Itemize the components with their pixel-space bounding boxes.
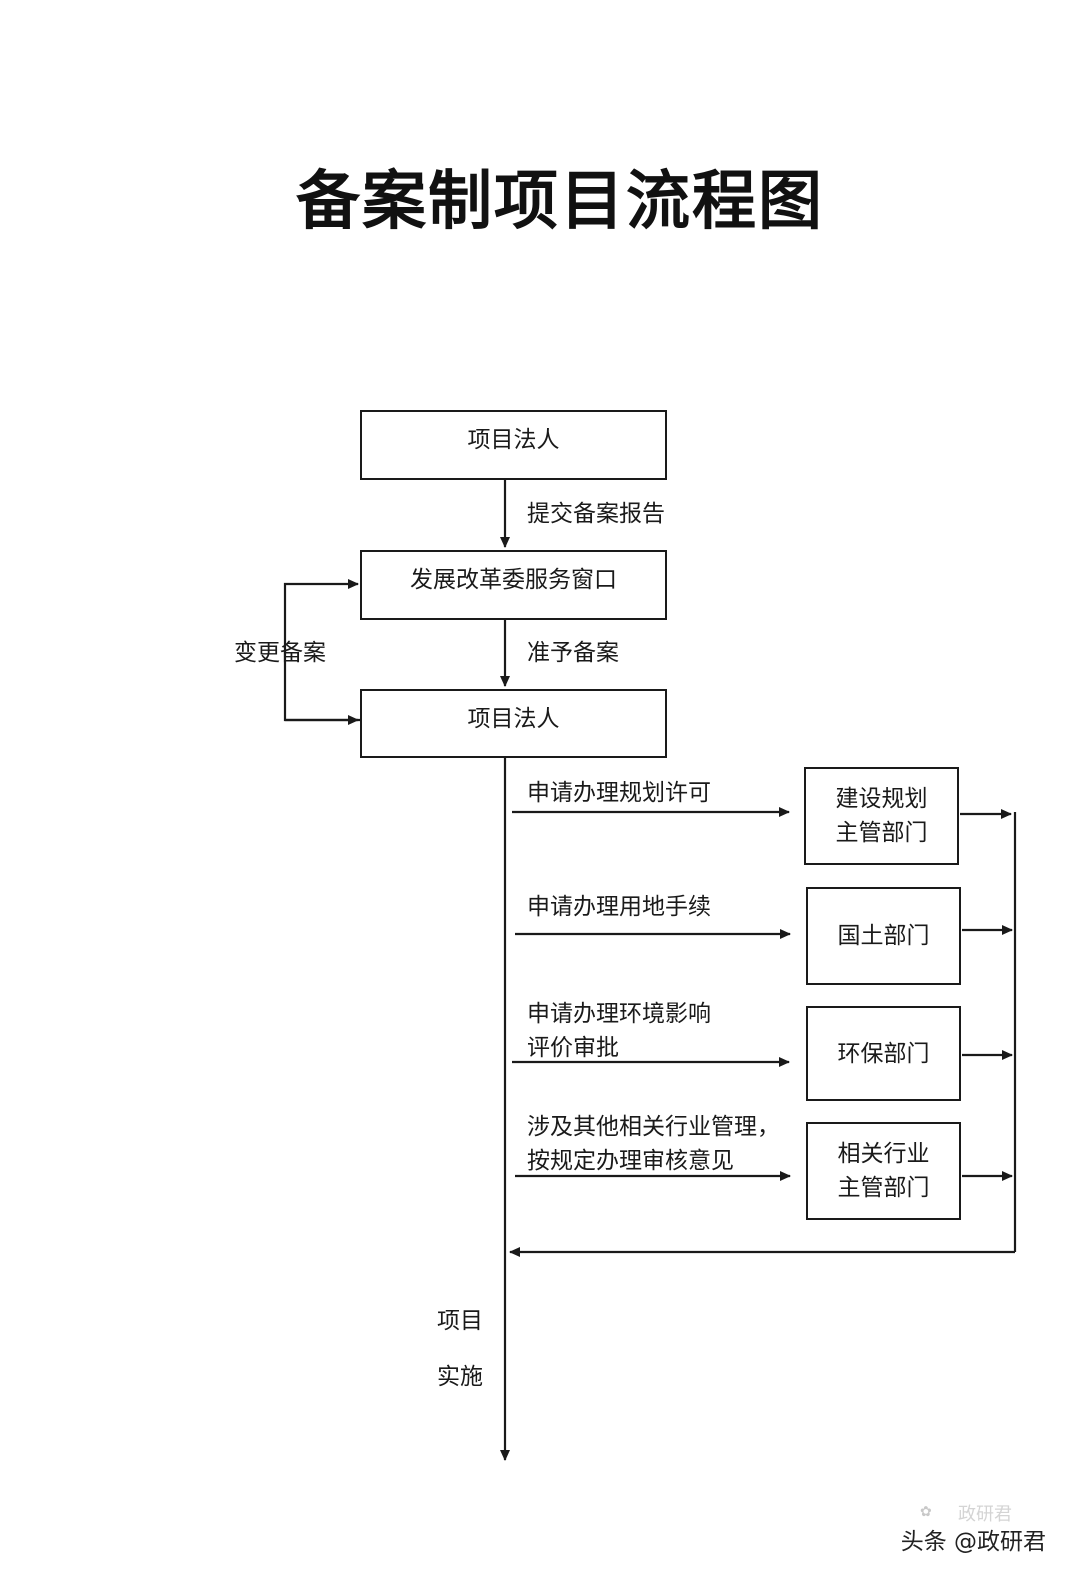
edge-label-apply-env-2: 评价审批 <box>527 1035 619 1061</box>
node-label: 环保部门 <box>837 1040 930 1067</box>
node-label-line2: 主管部门 <box>835 820 928 846</box>
edge-label-apply-industry-2: 按规定办理审核意见 <box>527 1148 734 1174</box>
node-planning-dept: 建设规划 主管部门 <box>804 767 959 865</box>
node-env-dept: 环保部门 <box>806 1006 961 1101</box>
node-label: 项目法人 <box>467 427 560 453</box>
node-label: 发展改革委服务窗口 <box>410 567 617 593</box>
node-ndrc-service-window: 发展改革委服务窗口 <box>360 550 667 620</box>
node-legal-person-second: 项目法人 <box>360 689 667 758</box>
node-label: 项目法人 <box>467 706 560 732</box>
node-label: 国土部门 <box>837 923 930 949</box>
edge-label-apply-planning: 申请办理规划许可 <box>527 780 711 806</box>
node-label-line1: 建设规划 <box>835 786 928 812</box>
node-label-line1: 相关行业 <box>837 1141 930 1167</box>
node-industry-dept: 相关行业 主管部门 <box>806 1122 961 1220</box>
edge-label-apply-land: 申请办理用地手续 <box>527 894 711 920</box>
node-label-line2: 主管部门 <box>837 1175 930 1201</box>
edge-label-apply-industry-1: 涉及其他相关行业管理， <box>527 1114 780 1140</box>
edge-label-change-filing: 变更备案 <box>234 640 326 666</box>
node-legal-person-top: 项目法人 <box>360 410 667 480</box>
watermark-ghost-text: 政研君 <box>958 1504 1012 1525</box>
implementation-label-line2: 实施 <box>437 1364 483 1390</box>
implementation-label-line1: 项目 <box>437 1308 483 1334</box>
watermark-text: 头条 @政研君 <box>900 1529 1046 1555</box>
node-land-dept: 国土部门 <box>806 887 961 985</box>
edge-label-approve-filing: 准予备案 <box>527 640 619 666</box>
watermark-logo-icon: ✿ <box>920 1504 932 1520</box>
edge-label-submit-report: 提交备案报告 <box>527 501 665 527</box>
diagram-title: 备案制项目流程图 <box>296 165 824 239</box>
edge-label-apply-env-1: 申请办理环境影响 <box>527 1001 711 1027</box>
